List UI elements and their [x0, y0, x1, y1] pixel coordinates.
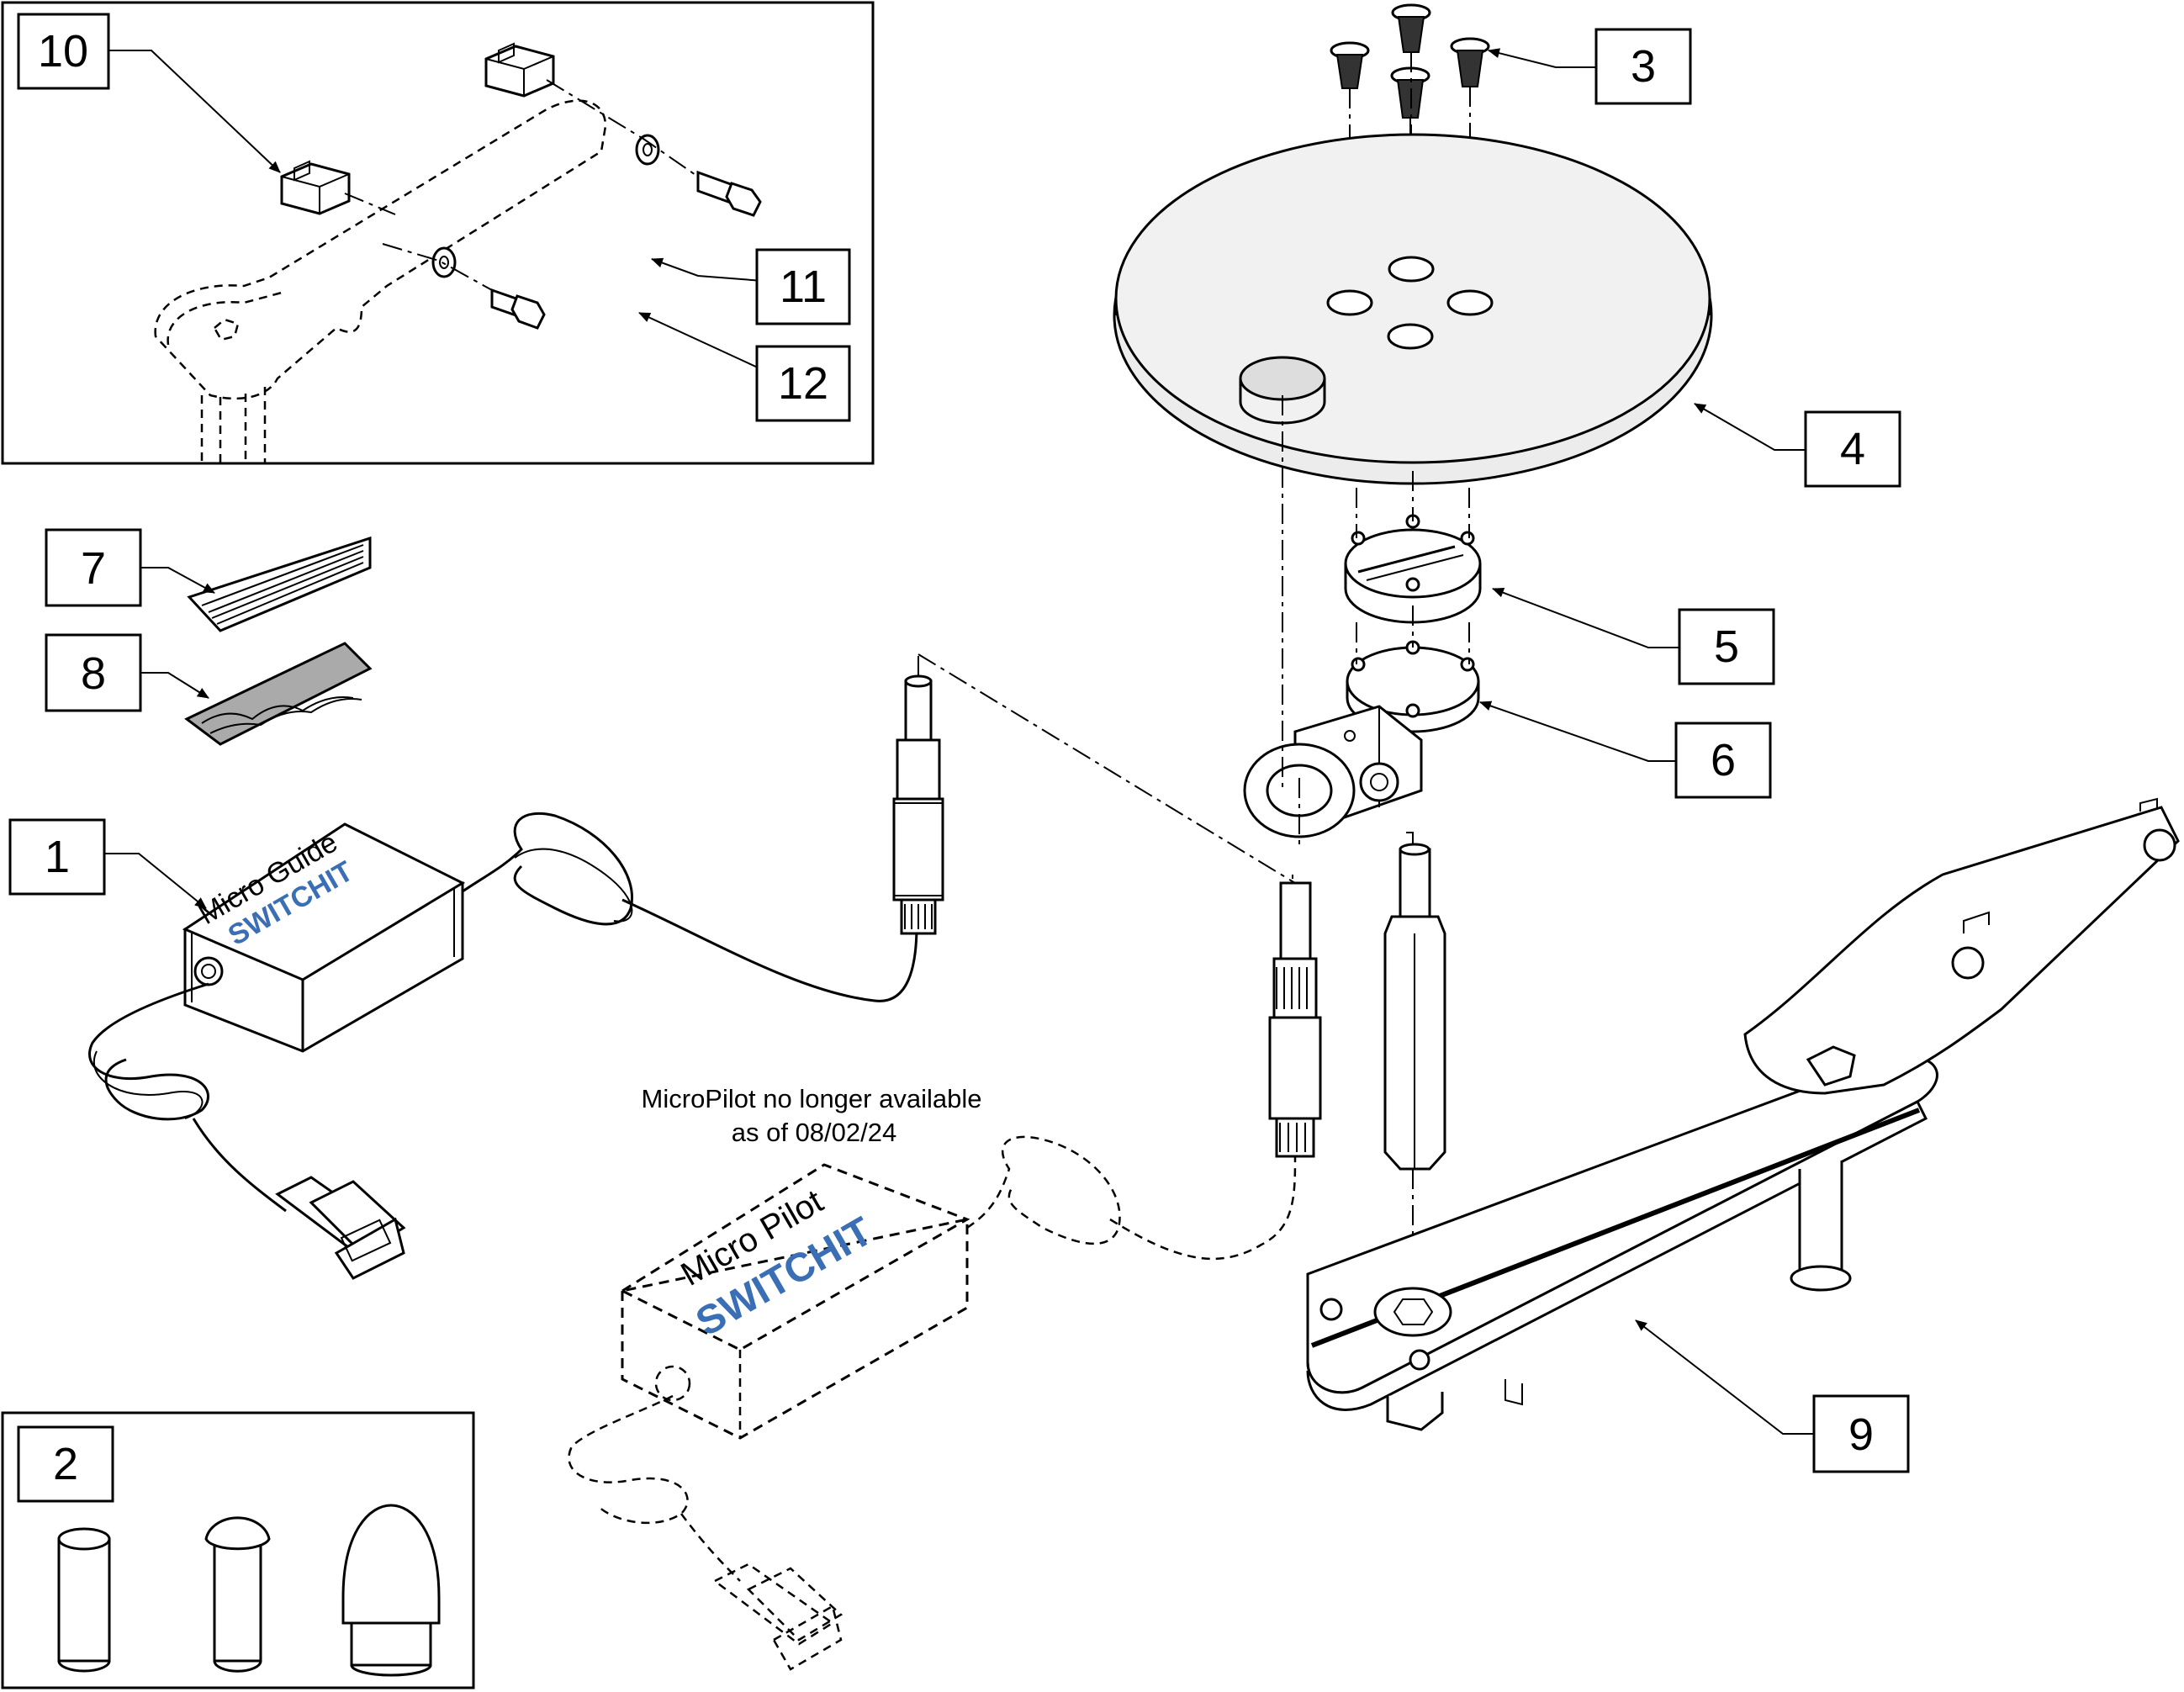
velcro-loop-strip	[184, 642, 373, 746]
inset-knob-options	[1, 1411, 475, 1689]
washer-icon	[431, 246, 457, 278]
tray-disc	[1113, 133, 1713, 485]
callout-number: 6	[1711, 735, 1736, 785]
callout-number: 12	[778, 358, 828, 409]
mount-puck-upper	[1344, 471, 1482, 624]
mushroom-knob-icon	[204, 1516, 271, 1673]
callout-number: 4	[1840, 424, 1865, 474]
flat-head-screw-icon	[1450, 37, 1490, 87]
inset-bracket-detail	[1, 1, 875, 465]
callout-10: 10	[17, 13, 110, 90]
discontinued-note-line1: MicroPilot no longer available	[642, 1084, 982, 1113]
callout-number: 3	[1631, 41, 1656, 92]
hex-bolt-icon	[490, 288, 546, 330]
clamp-block-icon	[280, 160, 351, 215]
callout-number: 9	[1848, 1409, 1874, 1460]
mount-puck-lower	[1346, 605, 1480, 733]
cylinder-knob-icon	[57, 1527, 111, 1673]
callout-number: 8	[81, 648, 106, 699]
callout-5: 5	[1678, 608, 1775, 685]
callout-11-box: 11	[755, 248, 851, 325]
velcro-hook-strip	[187, 536, 372, 632]
micro-guide-unit: Micro Guide SWITCHIT	[182, 822, 466, 1053]
clamp-block-icon	[484, 42, 555, 98]
micro-pilot-cable	[568, 1135, 1297, 1582]
flat-head-screw-icon	[1391, 3, 1431, 53]
cable-port-icon	[193, 956, 224, 986]
callout-number: 7	[81, 543, 106, 594]
callout-8: 8	[45, 633, 142, 712]
db9-connector-dashed-icon	[712, 1562, 843, 1671]
callout-3: 3	[1594, 28, 1692, 105]
callout-number: 10	[38, 26, 88, 77]
callout-7: 7	[45, 528, 142, 607]
inline-connector-lower	[1268, 875, 1322, 1158]
micro-guide-cable	[88, 812, 918, 1213]
washer-icon	[635, 134, 660, 166]
mounting-arm-bracket	[1306, 797, 2180, 1431]
micro-pilot-unit: Micro Pilot SWITCHIT	[619, 1163, 970, 1440]
callout-number: 2	[53, 1439, 78, 1489]
inline-connector	[892, 674, 944, 935]
hex-bolt-icon	[696, 170, 762, 217]
callout-number: 1	[45, 832, 70, 882]
flat-head-screw-icon	[1330, 41, 1370, 89]
callout-4: 4	[1804, 410, 1901, 488]
callout-number: 11	[780, 262, 827, 312]
swivel-clamp	[1243, 705, 1423, 838]
callout-number: 5	[1714, 621, 1739, 672]
callout-6: 6	[1674, 722, 1772, 799]
db9-connector-icon	[275, 1176, 406, 1280]
knob-screw-icon	[1359, 762, 1399, 802]
hex-post	[1383, 832, 1446, 1287]
callout-2: 2	[17, 1425, 114, 1503]
discontinued-note-line2: as of 08/02/24	[732, 1118, 897, 1147]
callout-1: 1	[8, 818, 106, 896]
hex-socket-icon	[1373, 1287, 1452, 1337]
callout-9: 9	[1812, 1394, 1910, 1473]
ball-knob-icon	[341, 1504, 441, 1677]
cable-port-icon	[654, 1365, 691, 1402]
callout-12: 12	[755, 345, 851, 422]
